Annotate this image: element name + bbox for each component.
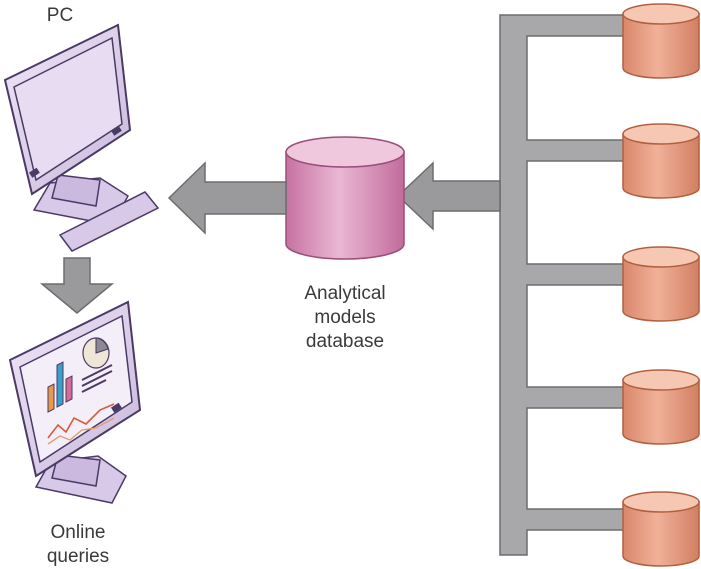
- arrow-pc-to-queries: [39, 257, 115, 314]
- source-database-1: [622, 3, 700, 79]
- label-line: models: [314, 307, 376, 328]
- pc-keyboard: [58, 191, 160, 252]
- dashboard-monitor: [8, 300, 142, 504]
- label-line: queries: [46, 546, 110, 567]
- data-bus: [499, 14, 629, 556]
- pc-monitor: [3, 23, 132, 226]
- label-line: Online: [50, 522, 106, 543]
- analytical-models-database: [285, 136, 405, 260]
- arrow-bus-to-database: [396, 161, 501, 231]
- online-queries-label: Online queries: [18, 521, 138, 569]
- pc-label: PC: [46, 5, 74, 26]
- label-line: database: [305, 331, 385, 352]
- arrow-database-to-pc: [167, 161, 287, 235]
- source-database-5: [622, 491, 700, 567]
- source-database-2: [622, 123, 700, 199]
- analytical-models-database-label: Analytical models database: [270, 282, 420, 354]
- source-database-3: [622, 246, 700, 322]
- source-database-4: [622, 369, 700, 445]
- label-line: Analytical: [304, 283, 386, 304]
